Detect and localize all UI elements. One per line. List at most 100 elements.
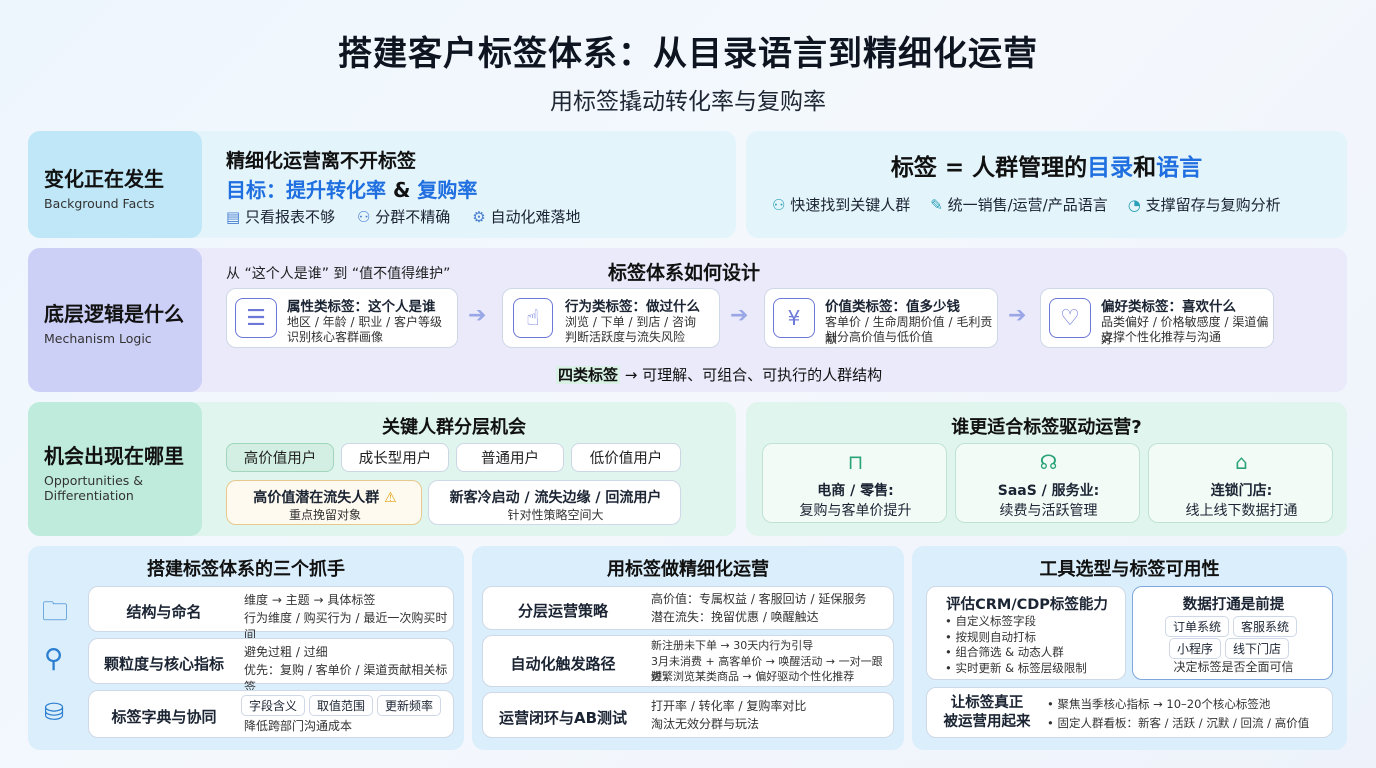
section-background-label: 变化正在发生 Background Facts [28, 131, 202, 238]
new-sub: 针对性策略空间大 [507, 508, 604, 522]
fit-card: ⌂ 连锁门店: 线上线下数据打通 [1148, 443, 1333, 523]
benefit-item: ⚇ 快速找到关键人群 [772, 196, 911, 214]
magnifier-icon: ⚲ [44, 644, 64, 674]
tooling-heading: 工具选型与标签可用性 [1039, 559, 1220, 580]
label-en: Differentiation [44, 488, 134, 503]
card-line1: 客单价 / 生命周期价值 / 毛利贡献 [825, 315, 993, 346]
pen-icon: ✎ [930, 196, 943, 214]
adoption-card: 让标签真正 被运营用起来 • 聚焦当季核心指标 → 10–20个核心标签池 • … [926, 687, 1333, 738]
tag-type-card: ☝ 行为类标签：做过什么 浏览 / 下单 / 到店 / 咨询 判断活跃度与流失风… [502, 288, 720, 348]
segment-chip[interactable]: 高价值用户 [226, 443, 334, 472]
goal-b: 复购率 [417, 178, 478, 202]
system-tag: 客服系统 [1233, 616, 1298, 637]
yen-chart-icon: ¥ [773, 298, 815, 338]
operations-heading: 用标签做精细化运营 [607, 559, 769, 580]
lever-row: 颗粒度与核心指标 避免过粗 / 过细 优先：复购 / 客单价 / 渠道贡献相关标… [88, 638, 454, 694]
data-note: 决定标签是否全面可信 [1173, 660, 1294, 674]
lever-name: 标签字典与协同 [111, 708, 217, 726]
eval-title: 评估CRM/CDP标签能力 [946, 597, 1108, 613]
operation-name: 自动化触发路径 [510, 655, 616, 673]
card-line1: 浏览 / 下单 / 到店 / 咨询 [565, 315, 697, 329]
section1-heading: 精细化运营离不开标签 [226, 150, 417, 172]
card-title: 偏好类标签：喜欢什么 [1101, 299, 1236, 315]
fit-sub: 线上线下数据打通 [1185, 503, 1298, 519]
system-tag: 小程序 [1169, 638, 1222, 659]
goal-amp: & [386, 178, 418, 202]
fit-title: 电商 / 零售: [817, 483, 894, 499]
from-to-text: 从 “这个人是谁” 到 “值不值得维护” [226, 266, 451, 282]
label-en: Background Facts [44, 196, 155, 211]
report-icon: ▤ [226, 208, 241, 226]
adoption-list: • 聚焦当季核心指标 → 10–20个核心标签池 • 固定人群看板：新客 / 活… [1047, 695, 1309, 733]
fit-title: 连锁门店: [1210, 483, 1273, 499]
segment-chip[interactable]: 成长型用户 [341, 443, 449, 472]
goal-a: 提升转化率 [286, 178, 386, 202]
card-line2: 识别核心客群画像 [287, 330, 384, 344]
data-tags-row: 订单系统客服系统 [1165, 616, 1301, 637]
operation-line1: 打开率 / 转化率 / 复购率对比 [651, 699, 807, 713]
fit-heading: 谁更适合标签驱动运营? [951, 417, 1142, 438]
system-tag: 订单系统 [1165, 616, 1230, 637]
lever-row: 标签字典与协同 字段含义取值范围更新频率 降低跨部门沟通成本 [88, 690, 454, 738]
segment-chip[interactable]: 低价值用户 [571, 443, 681, 472]
data-integration-card: 数据打通是前提 订单系统客服系统 小程序线下门店 决定标签是否全面可信 [1132, 586, 1333, 680]
operation-row: 分层运营策略 高价值：专属权益 / 客服回访 / 延保服务 潜在流失：挽留优惠 … [482, 586, 894, 630]
crm-eval-card: 评估CRM/CDP标签能力 • 自定义标签字段 • 按规则自动打标 • 组合筛选… [926, 586, 1126, 680]
dict-tag: 字段含义 [241, 695, 306, 716]
shopping-bag-icon: ⊓ [847, 450, 864, 474]
tag-benefits: ⚇ 快速找到关键人群 ✎ 统一销售/运营/产品语言 ◔ 支撑留存与复购分析 [772, 194, 1281, 215]
operation-name: 运营闭环与AB测试 [498, 709, 628, 727]
card-line2: 划分高价值与低价值 [825, 330, 934, 344]
pain-points: ▤ 只看报表不够 ⚇ 分群不精确 ⚙ 自动化难落地 [226, 206, 580, 227]
dict-tag: 更新频率 [377, 695, 442, 716]
card-line1: 地区 / 年龄 / 职业 / 客户等级 [287, 315, 443, 329]
folder-icon: 🗀 [42, 597, 69, 627]
page-title: 搭建客户标签体系：从目录语言到精细化运营 [338, 34, 1038, 74]
operation-name: 分层运营策略 [517, 602, 608, 620]
dict-tag: 取值范围 [309, 695, 374, 716]
adoption-title: 让标签真正 被运营用起来 [943, 695, 1031, 730]
operation-line1: 新注册未下单 → 30天内行为引导 [651, 639, 814, 652]
section1-right-panel [746, 131, 1347, 238]
card-line2: 判断活跃度与流失风险 [565, 330, 686, 344]
section2-heading: 标签体系如何设计 [608, 262, 761, 284]
levers-heading: 搭建标签体系的三个抓手 [147, 559, 345, 580]
card-line2: 支撑个性化推荐与沟通 [1101, 330, 1222, 344]
eval-list: • 自定义标签字段 • 按规则自动打标 • 组合筛选 & 动态人群 • 实时更新… [945, 614, 1087, 676]
segment-chip[interactable]: 普通用户 [456, 443, 564, 472]
fit-card: ⊓ 电商 / 零售: 复购与客单价提升 [762, 443, 947, 523]
id-card-icon: ☰ [235, 298, 277, 338]
eval-item: • 组合筛选 & 动态人群 [945, 645, 1064, 659]
system-tag: 线下门店 [1225, 638, 1290, 659]
tag-type-card: ¥ 价值类标签：值多少钱 客单价 / 生命周期价值 / 毛利贡献 划分高价值与低… [764, 288, 998, 348]
card-title: 行为类标签：做过什么 [565, 299, 700, 315]
risk-title: 高价值潜在流失人群 [253, 490, 380, 506]
eval-item: • 自定义标签字段 [945, 614, 1036, 628]
label-cn: 底层逻辑是什么 [44, 302, 184, 326]
fit-card: ☊ SaaS / 服务业: 续费与活跃管理 [955, 443, 1140, 523]
risk-sub: 重点挽留对象 [288, 508, 361, 522]
lever-line1: 维度 → 主题 → 具体标签 [244, 593, 376, 607]
headset-icon: ☊ [1039, 450, 1058, 474]
label-cn: 变化正在发生 [44, 167, 164, 191]
section-opportunities-label: 机会出现在哪里 Opportunities & Differentiation [28, 402, 202, 536]
heart-star-icon: ♡ [1049, 298, 1091, 338]
people-icon: ⚇ [772, 196, 786, 214]
dictionary-tags: 字段含义取值范围更新频率 [241, 695, 445, 716]
benefit-item: ◔ 支撑留存与复购分析 [1127, 196, 1281, 214]
gear-icon: ⚙ [472, 208, 486, 226]
new-title: 新客冷启动 / 流失边缘 / 回流用户 [449, 490, 662, 506]
page-subtitle: 用标签撬动转化率与复购率 [550, 89, 826, 115]
label-en: Mechanism Logic [44, 331, 152, 346]
lever-name: 颗粒度与核心指标 [103, 655, 224, 673]
operation-line2: 淘汰无效分群与玩法 [651, 717, 760, 731]
fit-sub: 续费与活跃管理 [999, 503, 1098, 519]
benefit-item: ✎ 统一销售/运营/产品语言 [930, 196, 1108, 214]
section-mechanism-label: 底层逻辑是什么 Mechanism Logic [28, 248, 202, 392]
users-icon: ⚇ [356, 208, 371, 226]
arrow-right-icon: ➔ [468, 303, 487, 328]
operation-row: 运营闭环与AB测试 打开率 / 转化率 / 复购率对比 淘汰无效分群与玩法 [482, 692, 894, 738]
store-icon: ⌂ [1235, 450, 1248, 474]
data-title: 数据打通是前提 [1182, 597, 1285, 613]
pain-item: ▤ 只看报表不够 [226, 208, 335, 226]
